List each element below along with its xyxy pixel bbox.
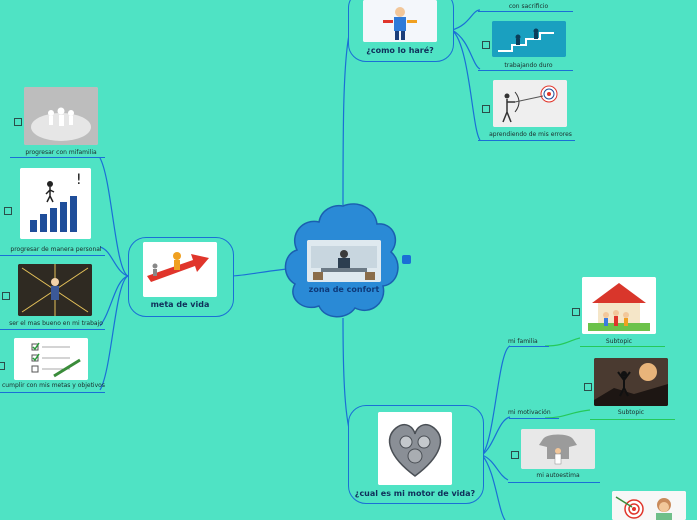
underline [508, 482, 600, 483]
left-item-label[interactable]: progresar de manera personal [10, 246, 102, 253]
underline [0, 329, 105, 330]
subtopic-label[interactable]: Subtopic [617, 409, 645, 416]
connector-motivacion-sub [544, 409, 591, 419]
learning-mistakes-image [493, 80, 567, 127]
connector-left-item3 [99, 275, 129, 327]
family-house-icon [582, 277, 656, 334]
bottom-item-label[interactable]: mi familia [508, 338, 538, 345]
connector-top-item2 [451, 29, 481, 70]
item-checkbox[interactable] [482, 105, 490, 113]
connector-left-item4 [99, 275, 129, 391]
como-title[interactable]: ¿como lo haré? [366, 46, 434, 55]
item-checkbox[interactable] [511, 451, 519, 459]
motor-image [378, 412, 452, 485]
underline [10, 157, 105, 158]
motor-title[interactable]: ¿cual es mi motor de vida? [354, 489, 476, 498]
connector-bottom-item3 [481, 454, 509, 481]
bottom-item-label[interactable]: mi motivación [508, 409, 551, 416]
item-checkbox[interactable] [4, 207, 12, 215]
checklist-icon [14, 338, 88, 380]
left-item-label[interactable]: ser el mas bueno en mi trabajo [9, 320, 103, 327]
meta-image [143, 242, 217, 297]
goals-checklist-image [14, 338, 88, 380]
underline [478, 70, 573, 71]
left-item-label[interactable]: progresar con mifamilia [25, 149, 97, 156]
target-woman-icon [612, 491, 686, 520]
top-item-label[interactable]: aprendiendo de mis errores [489, 131, 572, 138]
left-item-label[interactable]: cumplir con mis metas y objetivos [2, 382, 105, 389]
underline [509, 418, 559, 419]
victory-silhouette-icon [594, 358, 668, 406]
item-checkbox[interactable] [14, 118, 22, 126]
family-hands-image [24, 87, 98, 145]
underline [478, 11, 573, 12]
item-checkbox[interactable] [482, 41, 490, 49]
extra-image [612, 491, 686, 520]
central-title[interactable]: zona de confort [308, 285, 380, 294]
connector-bottom-item4 [481, 454, 506, 520]
connector-central-top [342, 29, 351, 206]
self-esteem-image [521, 429, 595, 469]
subtopic-label[interactable]: Subtopic [605, 338, 633, 345]
working-hard-image [492, 21, 566, 57]
connector-bottom-item1 [481, 345, 511, 456]
top-item-label[interactable]: con sacrificio [508, 3, 549, 10]
connector-top-item3 [451, 29, 481, 141]
best-at-work-image [18, 264, 92, 316]
collapse-toggle[interactable] [402, 255, 411, 264]
underline [580, 346, 665, 347]
top-item-label[interactable]: trabajando duro [504, 62, 553, 69]
spotlight-person-icon [18, 264, 92, 316]
meta-title[interactable]: meta de vida [150, 300, 210, 309]
strong-shadow-icon [521, 429, 595, 469]
connector-left-item1 [99, 157, 129, 277]
bottom-item-label[interactable]: mi autoestima [536, 472, 580, 479]
underline [590, 419, 675, 420]
heart-engine-icon [378, 412, 452, 485]
growth-chart-icon: ! [20, 168, 91, 239]
item-checkbox[interactable] [0, 362, 5, 370]
handyman-icon [363, 0, 437, 42]
svg-text:!: ! [76, 172, 82, 188]
item-checkbox[interactable] [584, 383, 592, 391]
item-checkbox[interactable] [2, 292, 10, 300]
underline [478, 140, 575, 141]
underline [0, 255, 105, 256]
como-image [363, 0, 437, 42]
central-image [307, 240, 381, 282]
connector-familia-sub [544, 337, 581, 347]
connector-left-item2 [99, 246, 129, 277]
climbing-people-icon [492, 21, 566, 57]
connector-bottom-item2 [481, 416, 511, 456]
underline [0, 392, 105, 393]
item-checkbox[interactable] [572, 308, 580, 316]
family-house-image [582, 277, 656, 334]
family-hands-icon [24, 87, 98, 145]
underline [509, 346, 549, 347]
personal-growth-image: ! [20, 168, 91, 239]
connector-top-item1 [451, 9, 481, 31]
archer-target-icon [493, 80, 567, 127]
goal-arrow-icon [143, 242, 217, 297]
desk-illustration-icon [307, 240, 381, 282]
motivation-image [594, 358, 668, 406]
